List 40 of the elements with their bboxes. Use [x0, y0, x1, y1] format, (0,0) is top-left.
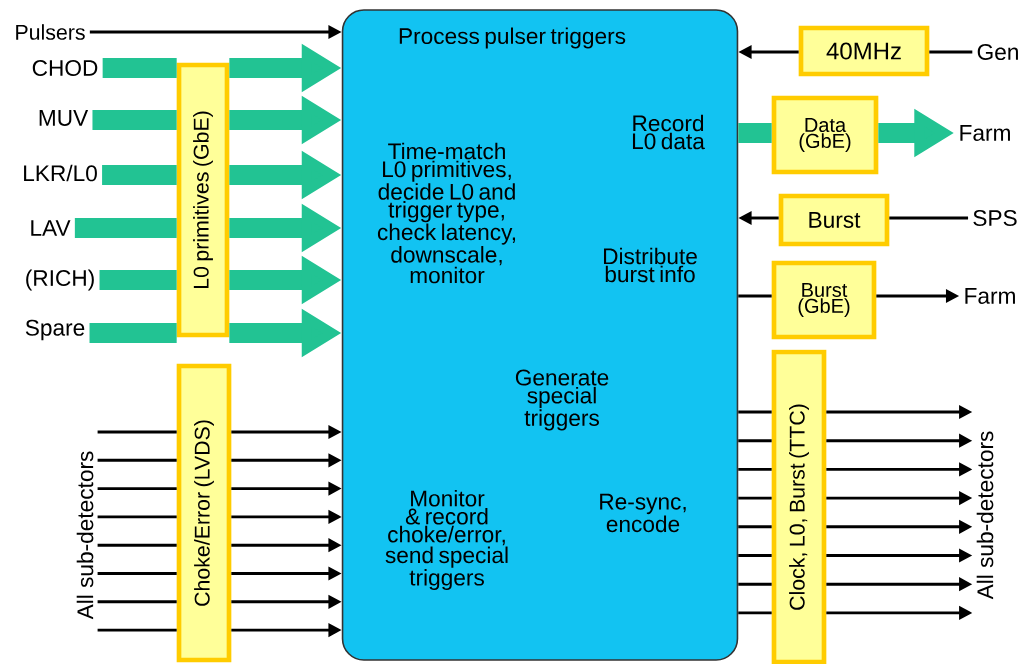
connector-line: [738, 611, 772, 615]
connector-line: [738, 496, 772, 500]
connector-line: [738, 582, 772, 586]
signal-label: Spare: [25, 319, 85, 341]
connector-line: [738, 410, 772, 414]
signal-label: LKR/L0: [24, 164, 97, 182]
connector-line: [97, 487, 177, 491]
connector-line: [97, 430, 177, 434]
signal-label: Pulsers: [16, 24, 85, 40]
connector-line: [97, 543, 177, 547]
signal-label: All sub-detectors: [76, 451, 94, 620]
signal-label: LAV: [31, 220, 71, 236]
processor-box: Process pulser triggers Time-match L0 primitives, decide L0 and trigger type, check latency, downscale, monitor Record L0 data Distribute burst info Generate special triggers Monitor & record choke/error, send special triggers Re-sync, encode: [341, 9, 739, 661]
connector-line: [738, 525, 772, 529]
link-box: Data (GbE): [771, 95, 879, 175]
connector-line: [738, 294, 772, 298]
link-box: Burst (GbE): [771, 260, 877, 340]
link-box: Burst: [778, 193, 890, 247]
connector-line: [738, 554, 772, 557]
connector-line: [97, 515, 177, 519]
link-box: Clock, L0, Burst (TTC): [771, 349, 827, 664]
signal-label: All sub-detectors: [976, 431, 994, 600]
link-box: Choke/Error (LVDS): [176, 363, 232, 663]
connector-line: [97, 572, 177, 575]
connector-line: [738, 467, 772, 471]
connector-line: [97, 600, 177, 604]
signal-label: CHOD: [32, 59, 98, 77]
signal-label: Farm: [960, 125, 1010, 141]
signal-label: Gen: [977, 43, 1018, 61]
link-box: 40MHz: [798, 25, 930, 77]
signal-label: (RICH): [26, 269, 94, 291]
connector-line: [97, 628, 177, 632]
connector-line: [97, 458, 177, 462]
signal-label: MUV: [39, 110, 89, 126]
connector-line: [929, 50, 973, 54]
connector-line: [889, 216, 969, 220]
link-box: L0 primitives (GbE): [176, 62, 230, 338]
signal-label: SPS: [973, 209, 1017, 227]
connector-line: [738, 439, 772, 443]
signal-label: Farm: [965, 288, 1015, 304]
